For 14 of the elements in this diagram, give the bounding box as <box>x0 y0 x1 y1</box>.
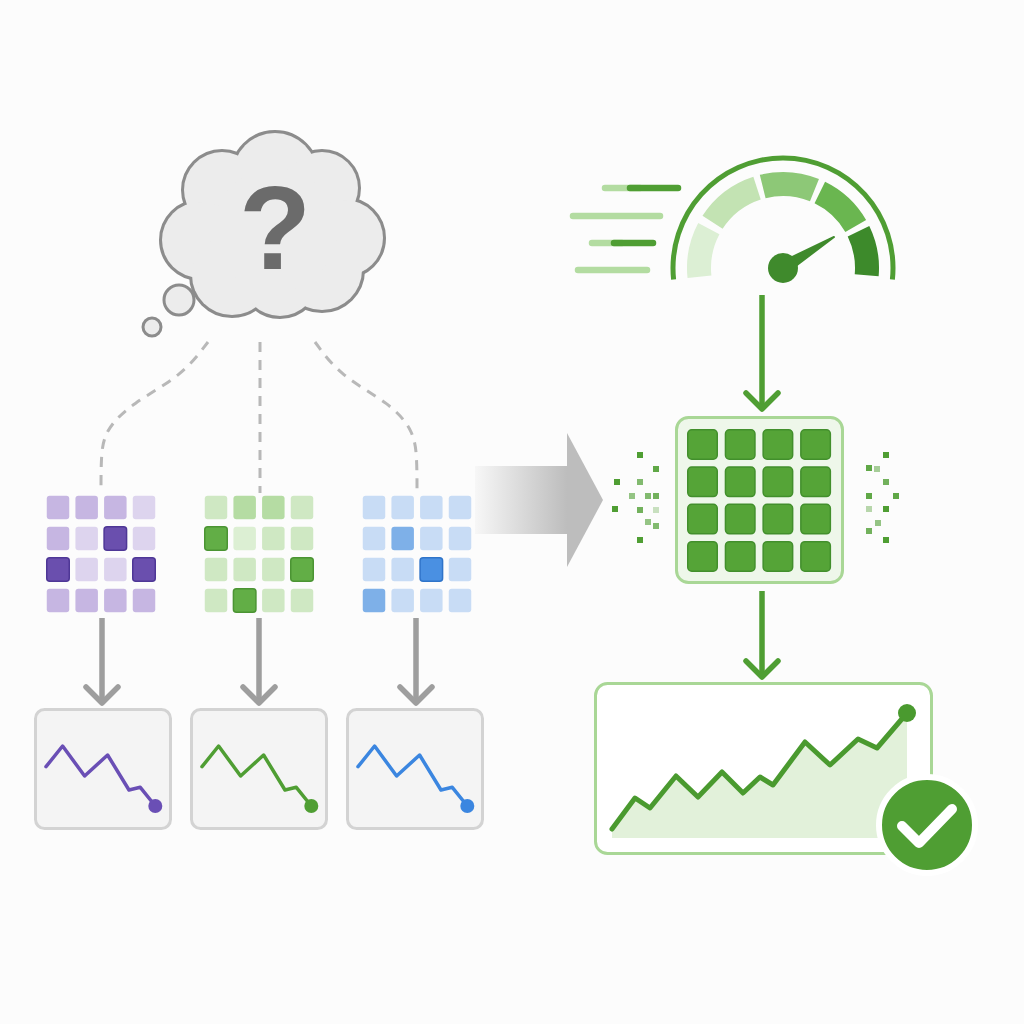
tile-grid <box>204 495 314 613</box>
chart-card <box>190 708 328 830</box>
block-arrow <box>475 433 603 567</box>
tile-grid <box>362 495 472 613</box>
arrow <box>83 618 121 706</box>
arrow <box>397 618 435 706</box>
question-mark: ? <box>237 169 313 287</box>
arrow <box>743 295 781 412</box>
tile-grid <box>46 495 156 613</box>
arrow <box>743 591 781 680</box>
chart-card <box>346 708 484 830</box>
arrow <box>240 618 278 706</box>
chart-card <box>34 708 172 830</box>
dashed-line <box>258 342 262 493</box>
